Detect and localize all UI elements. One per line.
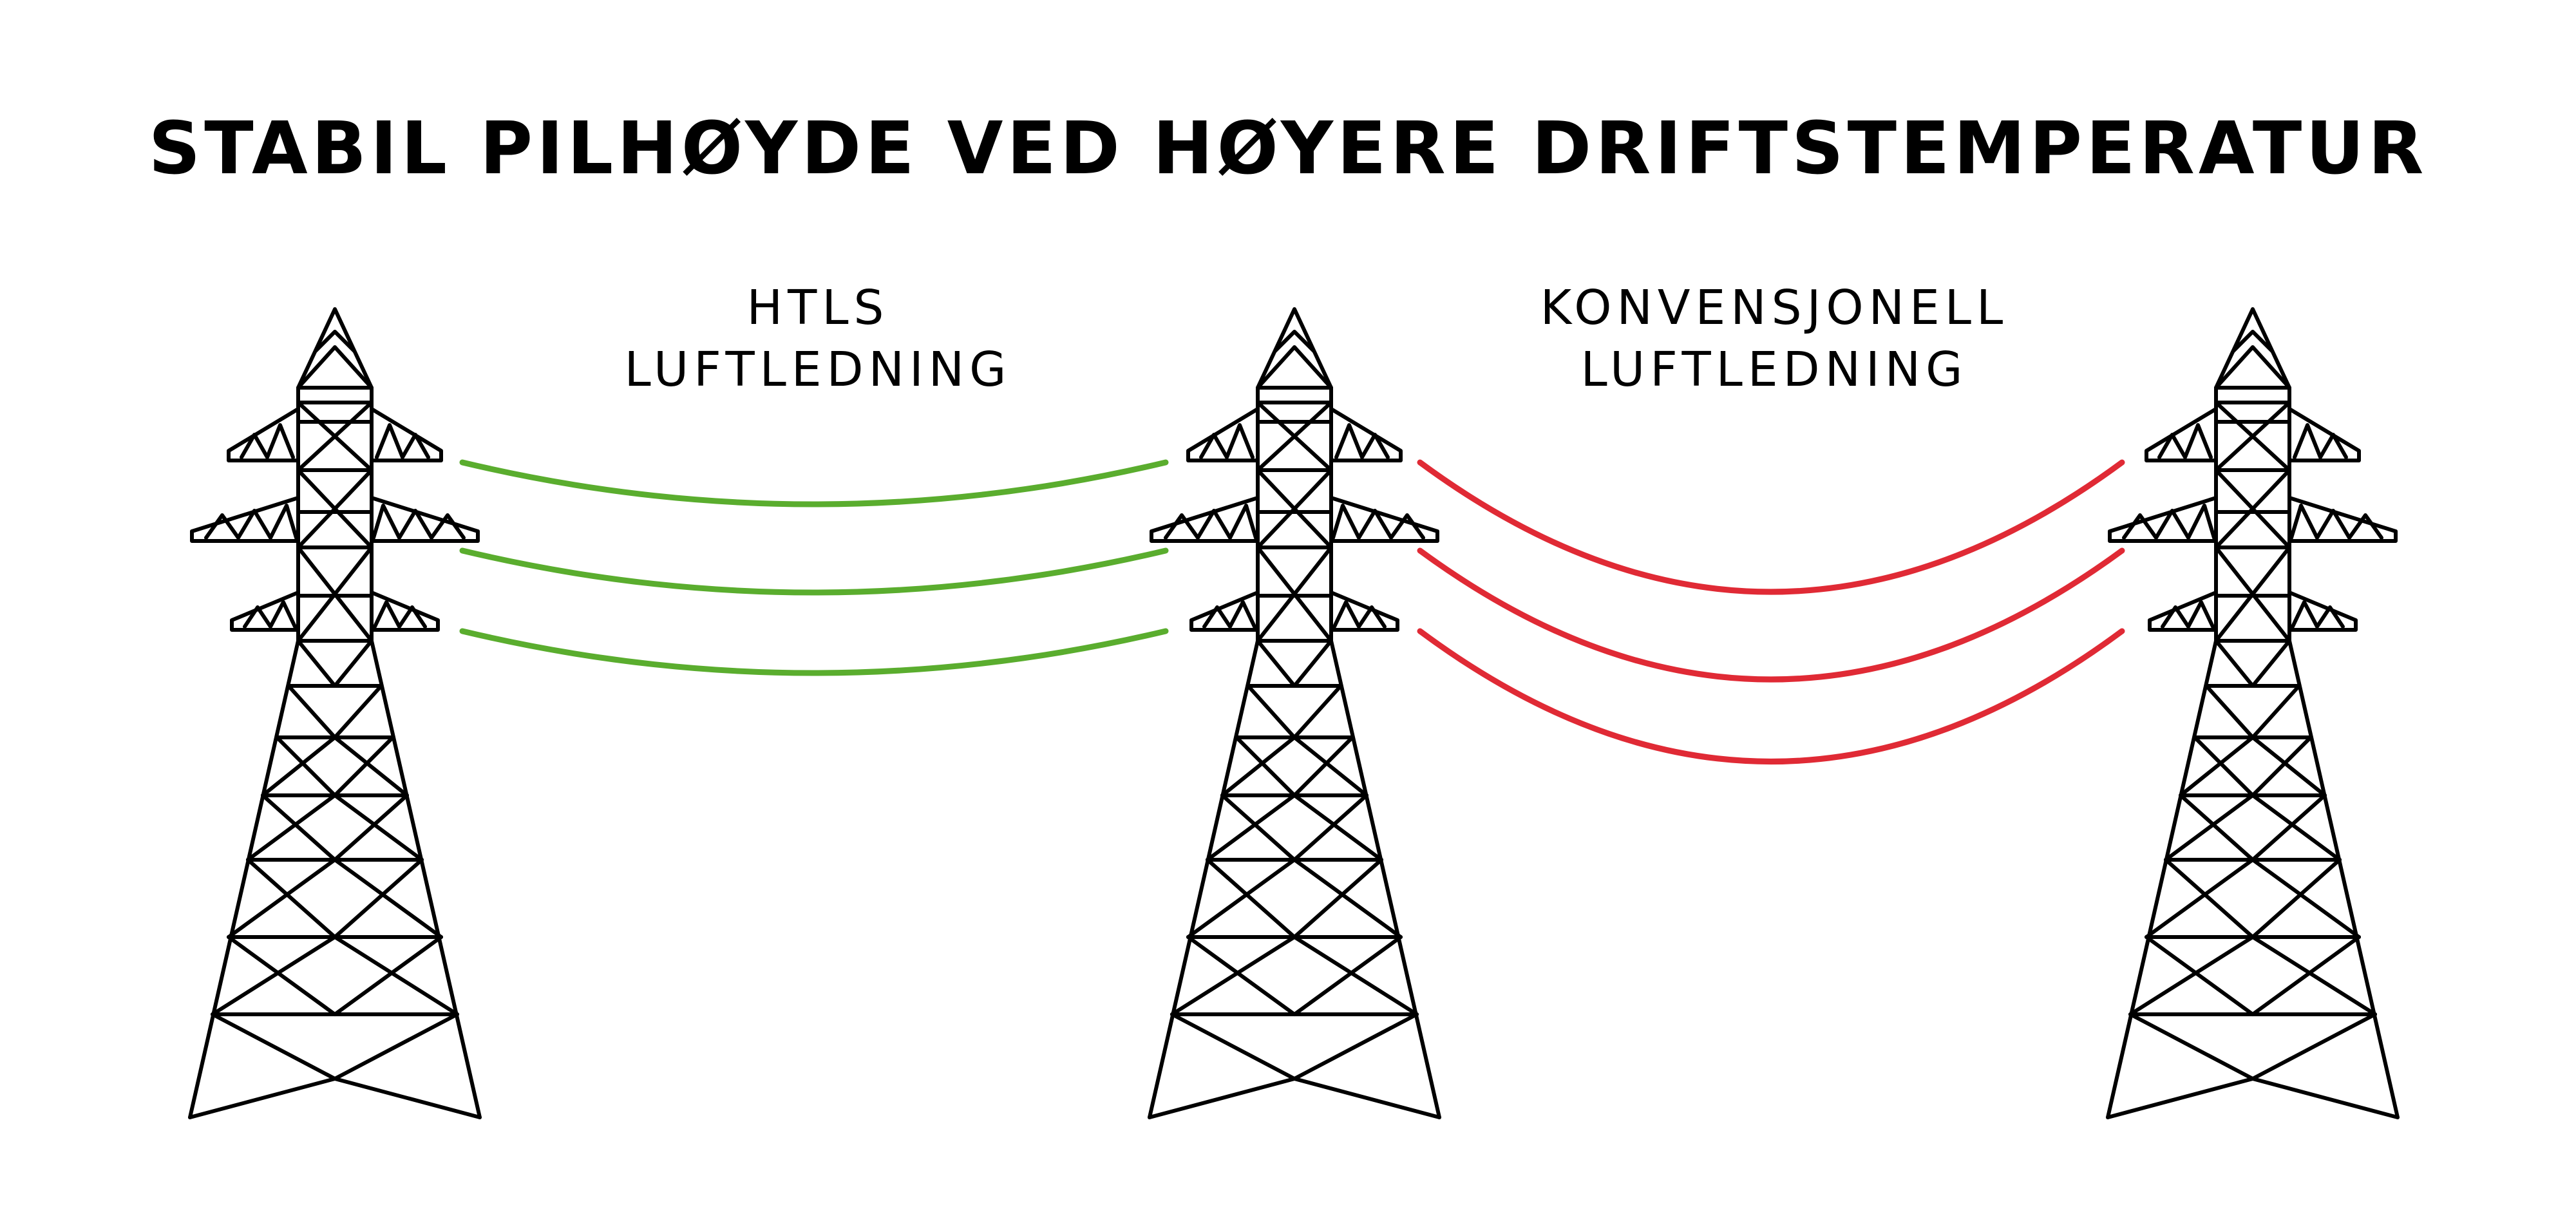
transmission-tower-icon [2108,309,2398,1117]
htls-conductor-top [459,459,1169,507]
htls-label-line2: LUFTLEDNING [624,342,1012,398]
diagram-title: STABIL PILHØYDE VED HØYERE DRIFTSTEMPERA… [148,107,2428,191]
htls-conductor-middle [459,547,1169,596]
conventional-conductor-top [1417,459,2125,595]
transmission-tower-icon [190,309,480,1117]
conventional-conductor-bottom [1417,628,2125,764]
htls-label-line1: HTLS [746,280,889,336]
transmission-tower-icon [1150,309,1439,1117]
htls-span-label: HTLS LUFTLEDNING [496,277,1140,401]
conventional-conductor-middle [1417,547,2125,683]
conventional-conductors [1417,459,2125,764]
conventional-span-label: KONVENSJONELL LUFTLEDNING [1452,277,2096,401]
htls-conductors [459,459,1169,676]
conventional-label-line1: KONVENSJONELL [1540,280,2009,336]
conventional-label-line2: LUFTLEDNING [1580,342,1968,398]
htls-conductor-bottom [459,628,1169,676]
